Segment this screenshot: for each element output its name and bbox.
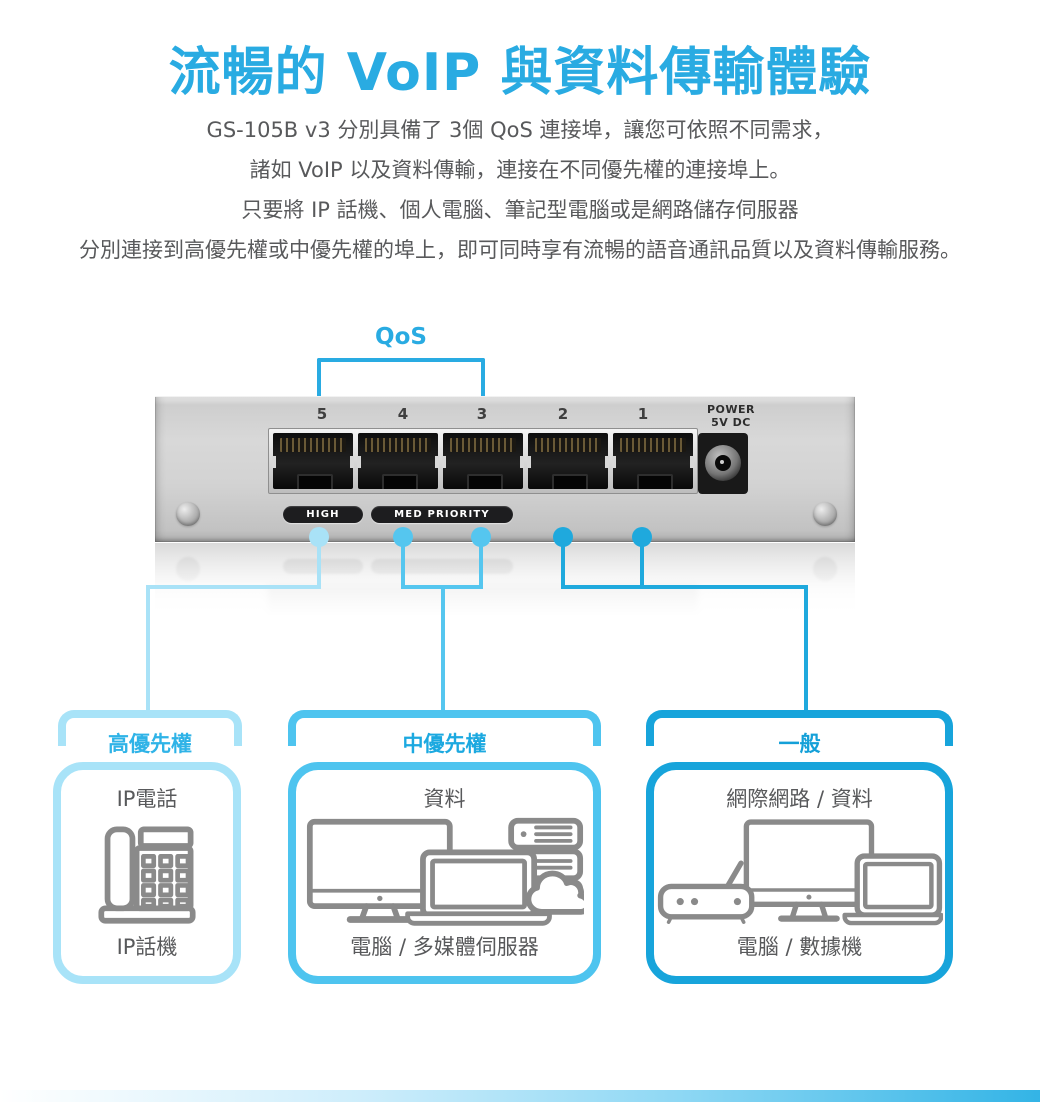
high-bottom-label: IP話機 xyxy=(116,935,178,959)
general-title: 一般 xyxy=(768,728,831,758)
intro-line-2: 諸如 VoIP 以及資料傳輸，連接在不同優先權的連接埠上。 xyxy=(249,158,791,182)
rj45-port-3 xyxy=(442,433,524,489)
switch-reflection xyxy=(155,543,855,623)
power-label-line2: 5V DC xyxy=(711,415,751,429)
bottom-gradient-bar xyxy=(0,1090,1040,1102)
general-bottom-label: 電腦 / 數據機 xyxy=(736,935,863,959)
port-latch xyxy=(605,456,609,468)
high-line-to-box xyxy=(146,585,150,710)
high-line-drop xyxy=(317,540,321,587)
high-top-label: IP電話 xyxy=(116,787,178,811)
switch-device: 5 4 3 2 1 POWER 5V DC HIGH MED PRIORITY xyxy=(155,396,855,542)
modem-icon xyxy=(657,860,754,924)
med-line-drop-port3 xyxy=(479,540,483,587)
rj45-port-2 xyxy=(527,433,609,489)
medium-priority-cap: 中優先權 xyxy=(288,710,601,758)
rj45-port-4 xyxy=(357,433,439,489)
port-pins xyxy=(450,438,516,452)
intro-paragraph: GS-105B v3 分別具備了 3個 QoS 連接埠，讓您可依照不同需求， 諸… xyxy=(0,110,1040,270)
medium-icons xyxy=(306,812,584,934)
med-line-to-box xyxy=(441,585,445,710)
computers-servers-icon xyxy=(306,817,584,926)
port-bezel xyxy=(268,428,698,494)
page-title: 流暢的 VoIP 與資料傳輸體驗 xyxy=(168,42,872,103)
screw-icon xyxy=(176,502,200,526)
desktop-icon xyxy=(743,819,874,922)
port-latch xyxy=(435,456,439,468)
cloud-icon xyxy=(525,870,584,915)
medium-bottom-label: 電腦 / 多媒體伺服器 xyxy=(350,935,539,959)
laptop-icon xyxy=(404,849,552,926)
port-number-2: 2 xyxy=(557,405,569,423)
power-jack xyxy=(698,433,748,494)
medium-top-label: 資料 xyxy=(423,787,466,811)
qos-bracket-left-arm xyxy=(317,358,321,404)
port-notch xyxy=(467,474,503,489)
port-notch xyxy=(637,474,673,489)
port-latch xyxy=(357,456,361,468)
intro-line-3: 只要將 IP 話機、個人電腦、筆記型電腦或是網路儲存伺服器 xyxy=(241,198,799,222)
port-latch xyxy=(527,456,531,468)
port-latch xyxy=(272,456,276,468)
high-priority-box: IP電話 IP話機 xyxy=(53,762,241,984)
port-latch xyxy=(350,456,354,468)
laptop-icon xyxy=(841,853,943,926)
port-number-4: 4 xyxy=(397,405,409,423)
reflection-fade xyxy=(155,543,855,623)
port-notch xyxy=(382,474,418,489)
high-line-horizontal xyxy=(146,585,321,589)
intro-line-4: 分別連接到高優先權或中優先權的埠上，即可同時享有流暢的語音通訊品質以及資料傳輸服… xyxy=(79,238,961,262)
port-latch xyxy=(520,456,524,468)
port5-dot xyxy=(309,527,329,547)
port4-dot xyxy=(393,527,413,547)
qos-bracket-right-arm xyxy=(481,358,485,404)
computer-modem-icon xyxy=(657,819,943,926)
screw-icon xyxy=(813,502,837,526)
general-box: 網際網路 / 資料 xyxy=(646,762,953,984)
qos-bracket-top xyxy=(317,358,485,362)
general-top-label: 網際網路 / 資料 xyxy=(726,787,873,811)
port2-dot xyxy=(553,527,573,547)
power-label: POWER 5V DC xyxy=(691,403,771,429)
port-pins xyxy=(365,438,431,452)
ip-phone-icon xyxy=(98,826,196,924)
gen-line-to-box xyxy=(804,585,808,710)
port-pins xyxy=(535,438,601,452)
intro-line-1: GS-105B v3 分別具備了 3個 QoS 連接埠，讓您可依照不同需求， xyxy=(206,118,834,142)
general-cap: 一般 xyxy=(646,710,953,758)
high-badge: HIGH xyxy=(283,506,363,523)
high-priority-cap: 高優先權 xyxy=(58,710,242,758)
port-number-1: 1 xyxy=(637,405,649,423)
general-icons xyxy=(657,812,943,934)
power-jack-hole xyxy=(715,455,731,471)
medium-priority-title: 中優先權 xyxy=(392,728,497,758)
port-number-3: 3 xyxy=(476,405,488,423)
port-latch xyxy=(612,456,616,468)
port-pins xyxy=(280,438,346,452)
med-priority-badge: MED PRIORITY xyxy=(371,506,513,523)
power-jack-ring xyxy=(705,445,741,481)
rj45-port-5 xyxy=(272,433,354,489)
port-latch xyxy=(442,456,446,468)
port3-dot xyxy=(471,527,491,547)
med-line-drop-port4 xyxy=(401,540,405,587)
high-priority-title: 高優先權 xyxy=(98,728,202,758)
gen-line-drop-port1 xyxy=(640,540,644,587)
port-latch xyxy=(690,456,694,468)
gen-line-horizontal xyxy=(561,585,808,589)
high-icons xyxy=(95,812,199,934)
port-notch xyxy=(297,474,333,489)
port-notch xyxy=(552,474,588,489)
port1-dot xyxy=(632,527,652,547)
port-pins xyxy=(620,438,686,452)
gen-line-drop-port2 xyxy=(561,540,565,587)
power-jack-glint xyxy=(720,460,724,464)
medium-priority-box: 資料 xyxy=(288,762,601,984)
qos-label: QoS xyxy=(375,324,427,350)
power-label-line1: POWER xyxy=(706,403,756,416)
port-number-5: 5 xyxy=(316,405,328,423)
rj45-port-1 xyxy=(612,433,694,489)
